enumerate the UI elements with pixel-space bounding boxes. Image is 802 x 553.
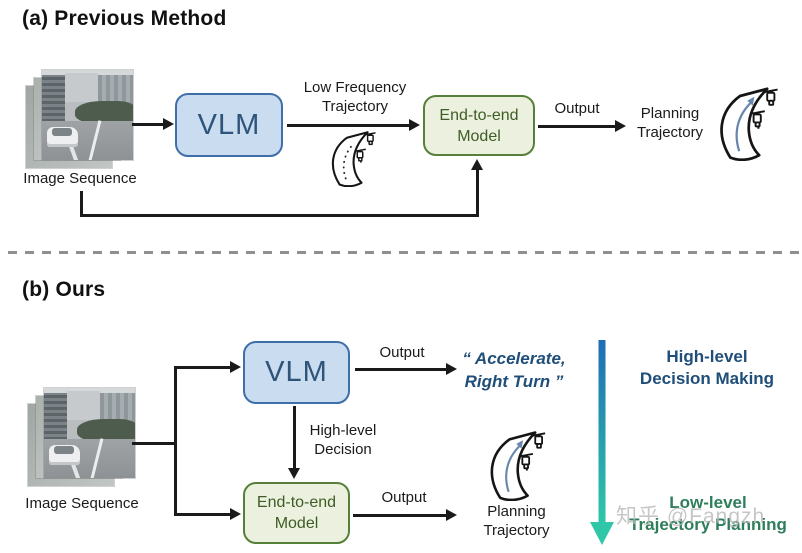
section-a-title: (a) Previous Method <box>22 7 227 30</box>
planning-trajectory-label-a: Planning Trajectory <box>636 105 704 141</box>
gradient-level-arrow <box>590 340 614 545</box>
high-level-decision-label: High-level Decision <box>309 422 377 458</box>
road-trajectory-arrow-icon <box>720 87 779 161</box>
branch-line-vertical <box>174 366 177 516</box>
vlm-box-b: VLM <box>243 341 350 404</box>
arrow-e2e-to-output-a <box>538 120 626 133</box>
arrow-vlm-to-e2e-b <box>288 406 301 479</box>
high-level-decision-quote: “ Accelerate, Right Turn ” <box>462 349 566 391</box>
arrow-e2e-output-b <box>353 509 457 522</box>
image-sequence-thumbnail-b <box>28 388 136 488</box>
e2e-box-b: End-to-end Model <box>243 482 350 544</box>
feedback-line-horizontal <box>80 214 479 217</box>
high-level-decision-making-label: High-level Decision Making <box>639 347 775 388</box>
photo-layer-front <box>42 70 133 160</box>
image-sequence-label-b: Image Sequence <box>25 495 139 512</box>
arrow-branch-to-e2e-b <box>175 508 241 521</box>
low-frequency-trajectory-label: Low Frequency Trajectory <box>303 79 407 115</box>
road-trajectory-dotted-icon <box>331 131 377 187</box>
vlm-box-a: VLM <box>175 93 283 157</box>
output-label-a: Output <box>554 100 600 117</box>
photo-layer-front <box>44 388 135 478</box>
image-sequence-thumbnail <box>26 70 134 170</box>
arrow-vlm-output-b <box>355 363 457 376</box>
arrow-vlm-to-e2e-a <box>287 119 420 132</box>
low-level-trajectory-planning-label: Low-level Trajectory Planning <box>629 493 787 534</box>
arrow-branch-to-vlm-b <box>175 361 241 374</box>
section-b-title: (b) Ours <box>22 278 106 301</box>
dashed-divider <box>8 251 802 254</box>
e2e-output-label-b: Output <box>381 489 427 506</box>
arrow-image-to-vlm-a <box>132 118 174 131</box>
feedback-arrow-into-e2e <box>471 159 484 216</box>
vlm-output-label-b: Output <box>379 344 425 361</box>
watermark-text: 知乎 @Fangzh <box>616 505 766 528</box>
branch-line-from-image <box>132 442 176 445</box>
feedback-line-vertical <box>80 191 83 216</box>
planning-trajectory-label-b: Planning Trajectory <box>483 503 550 539</box>
e2e-box-a: End-to-end Model <box>423 95 535 156</box>
road-trajectory-arrow-icon-b <box>490 431 547 501</box>
image-sequence-label-a: Image Sequence <box>23 170 137 187</box>
